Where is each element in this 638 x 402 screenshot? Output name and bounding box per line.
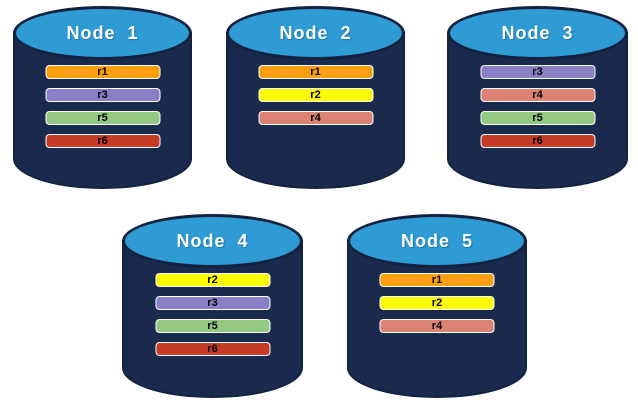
node-2-cylinder: Node 2 r1 r2 r4 — [226, 6, 405, 189]
database-cylinder-top: Node 5 — [347, 214, 527, 268]
database-cylinder-top: Node 4 — [122, 214, 303, 268]
shard-list: r3 r4 r5 r6 — [480, 65, 595, 148]
shard-list: r1 r2 r4 — [258, 65, 373, 125]
shard-bar-r5: r5 — [155, 319, 270, 333]
shard-bar-r6: r6 — [480, 134, 595, 148]
shard-list: r1 r3 r5 r6 — [45, 65, 160, 148]
shard-bar-r1: r1 — [379, 273, 495, 287]
shard-bar-r1: r1 — [258, 65, 373, 79]
node-5-cylinder: Node 5 r1 r2 r4 — [347, 214, 527, 398]
node-3-cylinder: Node 3 r3 r4 r5 r6 — [447, 6, 628, 189]
shard-bar-r1: r1 — [45, 65, 160, 79]
shard-label: r2 — [207, 273, 218, 286]
node-title: Node 5 — [400, 230, 473, 251]
node-4-cylinder: Node 4 r2 r3 r5 r6 — [122, 214, 303, 398]
shard-bar-r4: r4 — [379, 319, 495, 333]
shard-bar-r5: r5 — [45, 111, 160, 125]
shard-label: r3 — [97, 88, 108, 101]
shard-label: r6 — [532, 134, 543, 147]
database-cylinder-top: Node 1 — [13, 6, 192, 60]
shard-label: r5 — [532, 111, 543, 124]
node-title: Node 3 — [501, 22, 574, 43]
database-cylinder-top: Node 2 — [226, 6, 405, 60]
shard-bar-r4: r4 — [258, 111, 373, 125]
shard-bar-r4: r4 — [480, 88, 595, 102]
shard-label: r1 — [310, 65, 321, 78]
shard-bar-r3: r3 — [45, 88, 160, 102]
shard-label: r6 — [97, 134, 108, 147]
database-cylinder-top: Node 3 — [447, 6, 628, 60]
shard-label: r4 — [310, 111, 321, 124]
shard-list: r2 r3 r5 r6 — [155, 273, 270, 356]
shard-label: r3 — [207, 296, 218, 309]
shard-label: r4 — [431, 319, 443, 332]
shard-bar-r3: r3 — [155, 296, 270, 310]
shard-label: r3 — [532, 65, 543, 78]
shard-bar-r2: r2 — [379, 296, 495, 310]
shard-bar-r2: r2 — [155, 273, 270, 287]
shard-label: r1 — [431, 273, 443, 286]
shard-label: r6 — [207, 342, 218, 355]
shard-label: r5 — [207, 319, 218, 332]
shard-bar-r5: r5 — [480, 111, 595, 125]
shard-label: r2 — [310, 88, 321, 101]
shard-label: r1 — [97, 65, 108, 78]
shard-label: r4 — [532, 88, 543, 101]
shard-bar-r2: r2 — [258, 88, 373, 102]
node-title: Node 2 — [279, 22, 352, 43]
shard-bar-r3: r3 — [480, 65, 595, 79]
node-1-cylinder: Node 1 r1 r3 r5 r6 — [13, 6, 192, 189]
node-title: Node 4 — [176, 230, 249, 251]
shard-list: r1 r2 r4 — [379, 273, 495, 333]
shard-bar-r6: r6 — [155, 342, 270, 356]
shard-bar-r6: r6 — [45, 134, 160, 148]
shard-label: r2 — [431, 296, 443, 309]
node-title: Node 1 — [66, 22, 139, 43]
shard-label: r5 — [97, 111, 108, 124]
